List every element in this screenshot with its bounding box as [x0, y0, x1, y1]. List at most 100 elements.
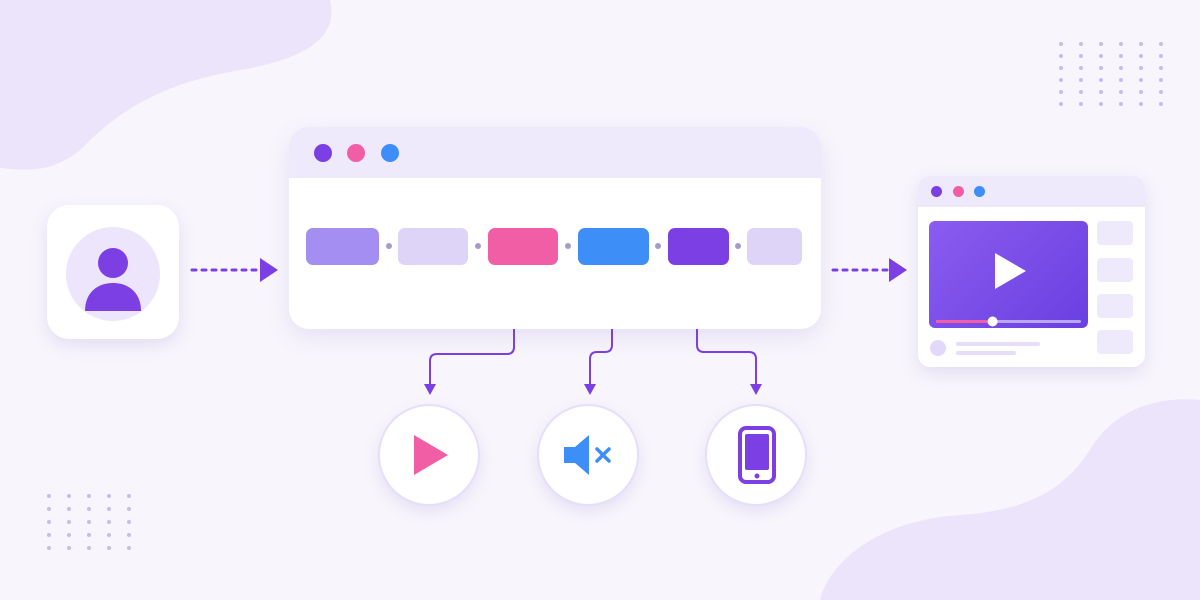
window-dot-purple[interactable]	[314, 144, 332, 162]
decorative-dot	[1079, 90, 1083, 94]
video-progress-handle[interactable]	[987, 316, 998, 327]
decorative-dot	[1119, 66, 1123, 70]
decorative-dot	[107, 533, 111, 537]
mobile-phone-icon	[738, 426, 776, 484]
decorative-dot	[1079, 42, 1083, 46]
decorative-dot	[1159, 102, 1163, 106]
timeline-segment-2[interactable]	[398, 228, 468, 265]
action-play[interactable]	[378, 404, 480, 506]
decorative-dot	[1119, 54, 1123, 58]
decorative-dot	[1119, 102, 1123, 106]
decorative-dot	[87, 546, 91, 550]
top-left-blob	[0, 0, 332, 170]
action-mute[interactable]	[537, 404, 639, 506]
decorative-dot	[67, 533, 71, 537]
decorative-dot	[1099, 54, 1103, 58]
decorative-dot	[107, 546, 111, 550]
play-icon	[414, 435, 448, 475]
bottom-right-blob	[820, 399, 1200, 600]
decorative-dot	[67, 546, 71, 550]
timeline-segment-6[interactable]	[747, 228, 802, 265]
decorative-dot	[1099, 102, 1103, 106]
decorative-dot	[1079, 66, 1083, 70]
window-dot-pink[interactable]	[347, 144, 365, 162]
decorative-dot	[67, 507, 71, 511]
video-title-placeholder	[956, 342, 1040, 346]
decorative-dot	[1059, 66, 1063, 70]
decorative-dot	[47, 507, 51, 511]
user-avatar-icon	[66, 227, 160, 321]
decorative-dot	[67, 494, 71, 498]
timeline-window	[289, 127, 821, 329]
channel-avatar[interactable]	[930, 340, 946, 356]
decorative-dot	[1139, 90, 1143, 94]
decorative-dot	[1139, 102, 1143, 106]
decorative-dot	[1099, 42, 1103, 46]
decorative-dot	[1139, 66, 1143, 70]
timeline-separator	[655, 243, 661, 249]
decorative-dot	[1139, 78, 1143, 82]
decorative-dot	[67, 520, 71, 524]
playlist-thumbnail[interactable]	[1097, 221, 1133, 245]
decorative-dot	[47, 520, 51, 524]
decorative-dot	[127, 546, 131, 550]
decorative-dot	[87, 494, 91, 498]
video-screen[interactable]	[929, 221, 1088, 328]
decorative-dot	[47, 533, 51, 537]
decorative-dot	[1079, 54, 1083, 58]
video-progress-fill	[936, 320, 993, 323]
action-mobile[interactable]	[705, 404, 807, 506]
decorative-dot	[1059, 102, 1063, 106]
timeline-separator	[475, 243, 481, 249]
playlist-thumbnail[interactable]	[1097, 294, 1133, 318]
decorative-dot	[1059, 90, 1063, 94]
decorative-dot	[47, 494, 51, 498]
decorative-dot	[1059, 78, 1063, 82]
decorative-dot	[1099, 78, 1103, 82]
mute-icon	[564, 435, 611, 475]
decorative-dot	[1099, 90, 1103, 94]
decorative-dot	[1159, 66, 1163, 70]
timeline-separator	[565, 243, 571, 249]
decorative-dot	[1159, 78, 1163, 82]
decorative-dot	[1139, 54, 1143, 58]
dot-pattern-top-right	[1059, 42, 1179, 114]
window-dot-blue[interactable]	[381, 144, 399, 162]
timeline-separator	[386, 243, 392, 249]
decorative-dot	[107, 520, 111, 524]
playlist-thumbnail[interactable]	[1097, 258, 1133, 282]
decorative-dot	[1159, 54, 1163, 58]
window-dot-blue[interactable]	[974, 186, 985, 197]
video-meta-placeholder	[956, 351, 1016, 355]
decorative-dot	[1139, 42, 1143, 46]
decorative-dot	[1119, 90, 1123, 94]
timeline-window-titlebar	[289, 127, 821, 178]
window-dot-pink[interactable]	[953, 186, 964, 197]
window-dot-purple[interactable]	[931, 186, 942, 197]
decorative-dot	[1119, 78, 1123, 82]
timeline-separator	[735, 243, 741, 249]
decorative-dot	[127, 520, 131, 524]
decorative-dot	[1079, 102, 1083, 106]
decorative-dot	[127, 507, 131, 511]
playlist-thumbnail[interactable]	[1097, 330, 1133, 354]
video-play-icon[interactable]	[995, 253, 1026, 289]
timeline-segment-3[interactable]	[488, 228, 558, 265]
video-window-titlebar	[918, 176, 1145, 207]
decorative-dot	[107, 494, 111, 498]
decorative-dot	[127, 533, 131, 537]
timeline-segment-1[interactable]	[306, 228, 379, 265]
decorative-dot	[1099, 66, 1103, 70]
video-player-window	[918, 176, 1145, 367]
decorative-dot	[1159, 90, 1163, 94]
decorative-dot	[87, 507, 91, 511]
timeline-segment-4[interactable]	[578, 228, 649, 265]
decorative-dot	[1079, 78, 1083, 82]
decorative-dot	[107, 507, 111, 511]
user-node[interactable]	[47, 205, 179, 339]
decorative-dot	[87, 533, 91, 537]
decorative-dot	[1059, 54, 1063, 58]
decorative-dot	[1119, 42, 1123, 46]
timeline-segment-5[interactable]	[668, 228, 729, 265]
